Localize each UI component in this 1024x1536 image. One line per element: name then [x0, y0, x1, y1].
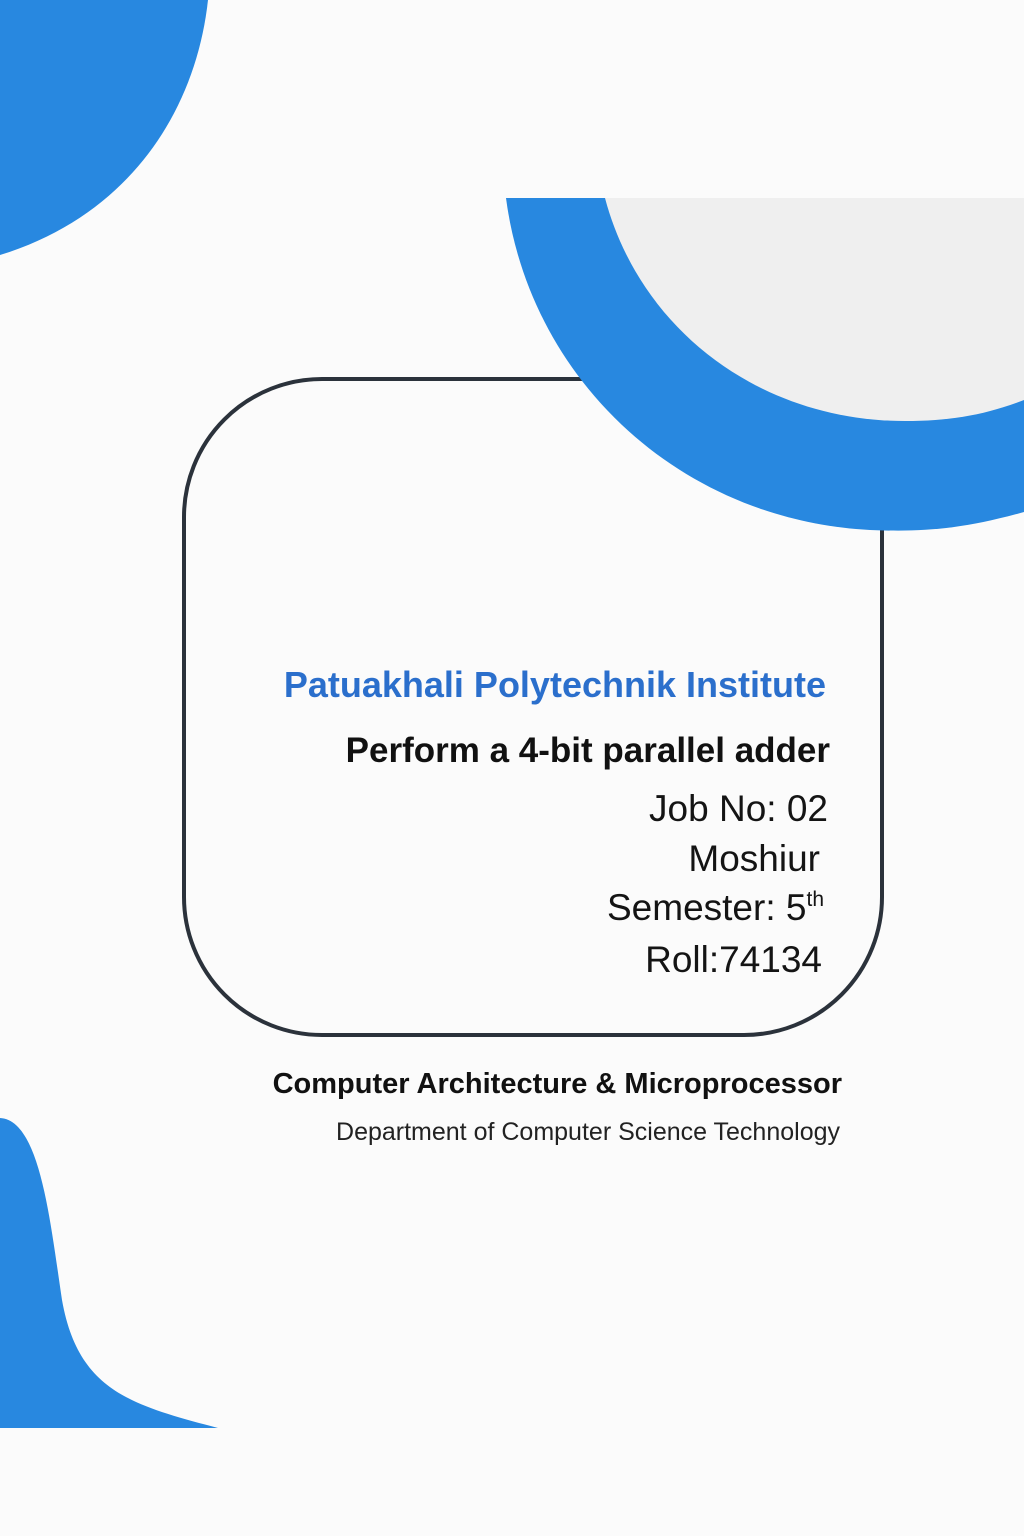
semester-suffix: th [806, 888, 824, 911]
department-name: Department of Computer Science Technolog… [336, 1118, 840, 1146]
bottom-left-blue-wave [0, 1118, 218, 1428]
job-number: Job No: 02 [649, 788, 828, 829]
semester: Semester: 5th [607, 887, 824, 929]
roll-number: Roll:74134 [645, 939, 822, 980]
institute-name: Patuakhali Polytechnik Institute [283, 664, 826, 705]
course-name: Computer Architecture & Microprocessor [272, 1068, 842, 1100]
job-title: Perform a 4-bit parallel adder [345, 731, 830, 770]
semester-label: Semester: 5 [607, 887, 807, 928]
student-name: Moshiur [688, 838, 820, 879]
title-card [182, 377, 884, 1037]
top-left-blue-shape [0, 0, 208, 255]
